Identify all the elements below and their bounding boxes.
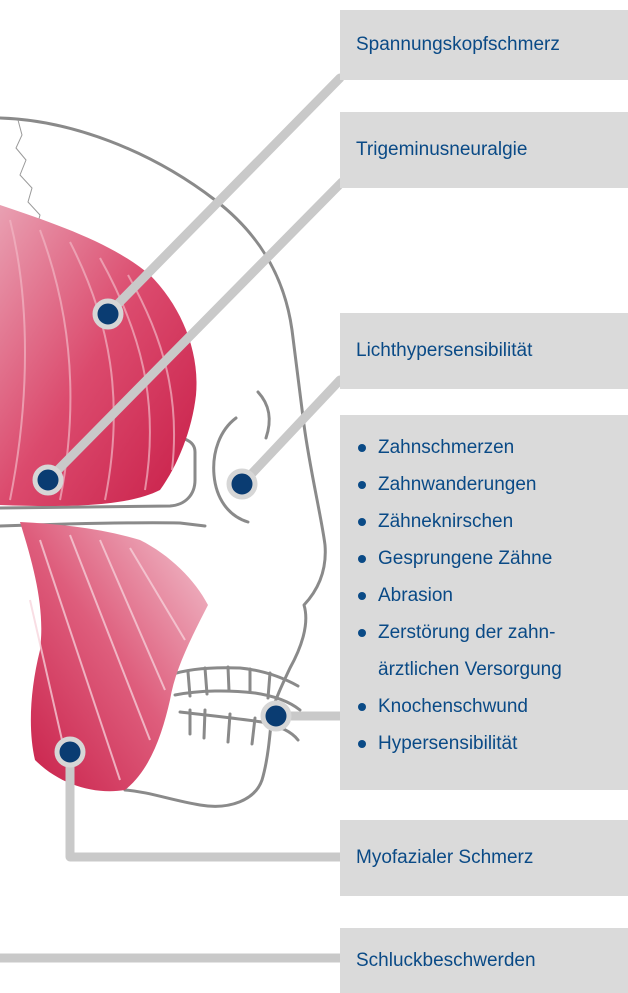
label-myofascial-text: Myofazialer Schmerz — [356, 847, 533, 869]
marker-light — [229, 471, 255, 497]
label-light-sensitivity-text: Lichthypersensibilität — [356, 340, 532, 362]
list-item: Knochenschwund — [356, 696, 628, 733]
bullet-icon — [358, 518, 366, 526]
bullet-icon — [358, 444, 366, 452]
bullet-icon — [358, 592, 366, 600]
list-item: Zähneknirschen — [356, 511, 628, 548]
list-item: Hypersensibilität — [356, 733, 628, 770]
bullet-icon — [358, 629, 366, 637]
leader-lines — [0, 78, 342, 958]
label-tension-headache-text: Spannungskopfschmerz — [356, 34, 560, 56]
dental-symptoms-box: Zahnschmerzen Zahnwanderungen Zähneknirs… — [340, 415, 628, 790]
label-tension-headache: Spannungskopfschmerz — [340, 10, 628, 80]
symptom-list: Zahnschmerzen Zahnwanderungen Zähneknirs… — [356, 437, 628, 770]
list-item: Zahnwanderungen — [356, 474, 628, 511]
marker-tension — [95, 301, 121, 327]
label-trigeminal-text: Trigeminusneuralgie — [356, 139, 527, 161]
list-item: Zerstörung der zahn- — [356, 622, 628, 659]
bullet-icon — [358, 703, 366, 711]
label-swallowing: Schluckbeschwerden — [340, 928, 628, 993]
marker-trigeminal — [35, 467, 61, 493]
bullet-icon — [358, 481, 366, 489]
label-myofascial-pain: Myofazialer Schmerz — [340, 820, 628, 896]
list-item-continuation: ärztlichen Versorgung — [356, 659, 628, 696]
label-swallowing-text: Schluckbeschwerden — [356, 950, 536, 972]
list-item: Gesprungene Zähne — [356, 548, 628, 585]
bullet-icon — [358, 555, 366, 563]
marker-teeth — [263, 703, 289, 729]
label-trigeminal-neuralgia: Trigeminusneuralgie — [340, 112, 628, 188]
list-item: Abrasion — [356, 585, 628, 622]
list-item: Zahnschmerzen — [356, 437, 628, 474]
label-light-sensitivity: Lichthypersensibilität — [340, 313, 628, 389]
bullet-icon — [358, 740, 366, 748]
marker-myofascial — [57, 739, 83, 765]
